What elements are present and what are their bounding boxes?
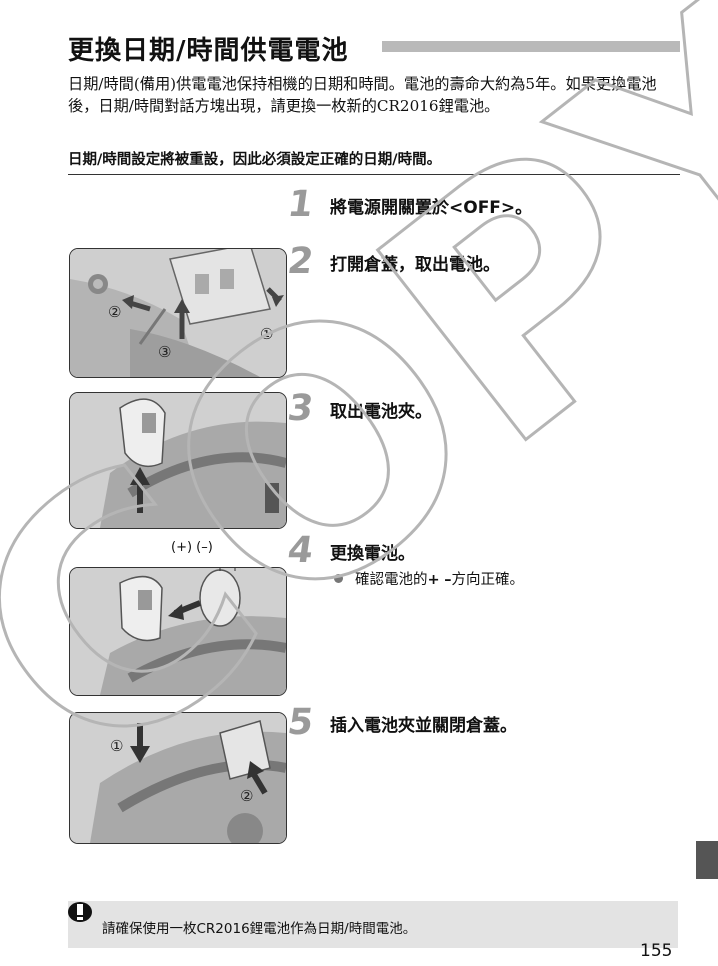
callout-2: ② — [240, 787, 253, 805]
step-number: 5 — [285, 702, 316, 743]
note-text: 請確保使用一枚CR2016鋰電池作為日期/時間電池。 — [102, 921, 417, 937]
step-text: 取出電池夾。 — [330, 402, 432, 422]
caution-icon — [68, 902, 92, 922]
step-text: 插入電池夾並關閉倉蓋。 — [330, 716, 517, 736]
section-tab — [696, 841, 718, 879]
callout-1: ① — [110, 737, 123, 755]
polarity-label: (+) (–) — [171, 540, 213, 555]
step-number: 1 — [285, 184, 316, 225]
step-number: 2 — [285, 241, 316, 282]
photo-open-cover: ② ③ ① — [69, 248, 287, 378]
callout-2: ② — [108, 303, 121, 321]
photo-remove-holder — [69, 392, 287, 529]
step-4-bullet: 確認電池的+ –方向正確。 — [334, 568, 524, 589]
bullet-dot-icon — [334, 574, 343, 583]
minus-symbol: – — [444, 572, 452, 588]
title-decoration-bar — [382, 41, 680, 52]
step-number: 4 — [285, 530, 316, 571]
page-title: 更換日期/時間供電電池 — [68, 36, 349, 66]
warning-text: 日期/時間設定將被重設，因此必須設定正確的日期/時間。 — [68, 152, 442, 168]
step-text: 將電源開關置於<OFF>。 — [330, 198, 533, 218]
photo-insert-holder: ① ② — [69, 712, 287, 844]
step-text: 打開倉蓋，取出電池。 — [330, 255, 500, 275]
photo-replace-battery — [69, 567, 287, 696]
intro-paragraph: 日期/時間(備用)供電電池保持相機的日期和時間。電池的壽命大約為5年。如果更換電… — [68, 75, 657, 115]
callout-3: ③ — [158, 343, 171, 361]
plus-symbol: + — [427, 572, 440, 588]
page-number: 155 — [640, 941, 673, 961]
step-text: 更換電池。 — [330, 544, 415, 564]
divider — [68, 174, 680, 175]
step-number: 3 — [285, 388, 316, 429]
callout-1: ① — [260, 325, 273, 343]
note-box — [68, 901, 678, 948]
